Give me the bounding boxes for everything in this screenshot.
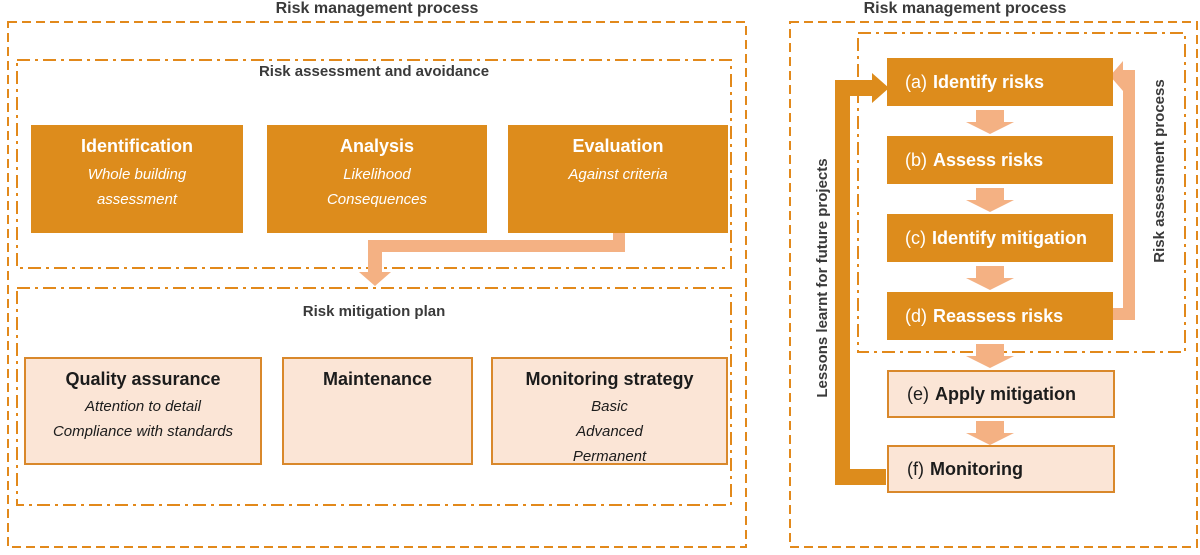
step-e-prefix: (e) [907, 383, 929, 404]
step-c-prefix: (c) [905, 227, 926, 248]
step-b-prefix: (b) [905, 149, 927, 170]
step-e-label: Apply mitigation [935, 383, 1076, 404]
step-identify-mitigation: (c) Identify mitigation [887, 214, 1113, 262]
step-d-label: Reassess risks [933, 305, 1064, 326]
analysis-box: Analysis Likelihood Consequences [267, 125, 487, 233]
identification-line-1: Whole building [87, 166, 187, 183]
lessons-learnt-vertical-label: Lessons learnt for future projects [814, 158, 831, 398]
step-apply-mitigation: (e) Apply mitigation [887, 370, 1115, 418]
evaluation-box: Evaluation Against criteria [508, 125, 728, 233]
step-a-prefix: (a) [905, 71, 927, 92]
analysis-line-1: Likelihood [343, 166, 411, 183]
reassess-feedback-arrow-icon [1110, 61, 1135, 320]
right-panel-title: Risk management process [863, 0, 1067, 17]
monitoring-strategy-box: Monitoring strategy Basic Advanced Perma… [491, 357, 728, 465]
step-d-prefix: (d) [905, 305, 927, 326]
analysis-line-2: Consequences [326, 191, 428, 208]
assessment-section-title: Risk assessment and avoidance [258, 63, 490, 80]
quality-assurance-box: Quality assurance Attention to detail Co… [24, 357, 262, 465]
step-c-label: Identify mitigation [932, 227, 1087, 248]
flow-arrow-d-to-e-icon [966, 344, 1014, 368]
analysis-heading: Analysis [339, 136, 415, 156]
mitigation-section-title: Risk mitigation plan [302, 303, 446, 320]
left-panel-title: Risk management process [275, 0, 479, 17]
evaluation-heading: Evaluation [572, 136, 664, 156]
flow-arrow-e-to-f-icon [966, 421, 1014, 445]
step-monitoring: (f) Monitoring [887, 445, 1115, 493]
monitoring-strategy-heading: Monitoring strategy [525, 369, 694, 389]
evaluation-to-mitigation-arrow-icon [359, 233, 625, 286]
step-f-prefix: (f) [907, 458, 924, 479]
identification-line-2: assessment [96, 191, 178, 208]
flow-arrow-b-to-c-icon [966, 188, 1014, 212]
step-identify-risks: (a) Identify risks [887, 58, 1113, 106]
flow-arrow-a-to-b-icon [966, 110, 1014, 134]
identification-heading: Identification [81, 136, 193, 156]
step-a-label: Identify risks [933, 71, 1045, 92]
flow-arrow-c-to-d-icon [966, 266, 1014, 290]
identification-box: Identification Whole building assessment [31, 125, 243, 233]
step-b-label: Assess risks [933, 149, 1044, 170]
quality-assurance-heading: Quality assurance [65, 369, 221, 389]
step-assess-risks: (b) Assess risks [887, 136, 1113, 184]
quality-assurance-line-2: Compliance with standards [52, 423, 234, 440]
lessons-learnt-arrow-icon [835, 73, 889, 485]
monitoring-strategy-line-2: Advanced [576, 423, 643, 440]
risk-assessment-process-vertical-label: Risk assessment process [1151, 79, 1168, 263]
step-reassess-risks: (d) Reassess risks [887, 292, 1113, 340]
monitoring-strategy-line-3: Permanent [572, 448, 647, 465]
quality-assurance-line-1: Attention to detail [85, 398, 201, 415]
maintenance-box: Maintenance [282, 357, 473, 465]
maintenance-heading: Maintenance [322, 369, 433, 389]
monitoring-strategy-line-1: Basic [591, 398, 628, 415]
evaluation-line-1: Against criteria [568, 166, 668, 183]
step-f-label: Monitoring [930, 458, 1023, 479]
